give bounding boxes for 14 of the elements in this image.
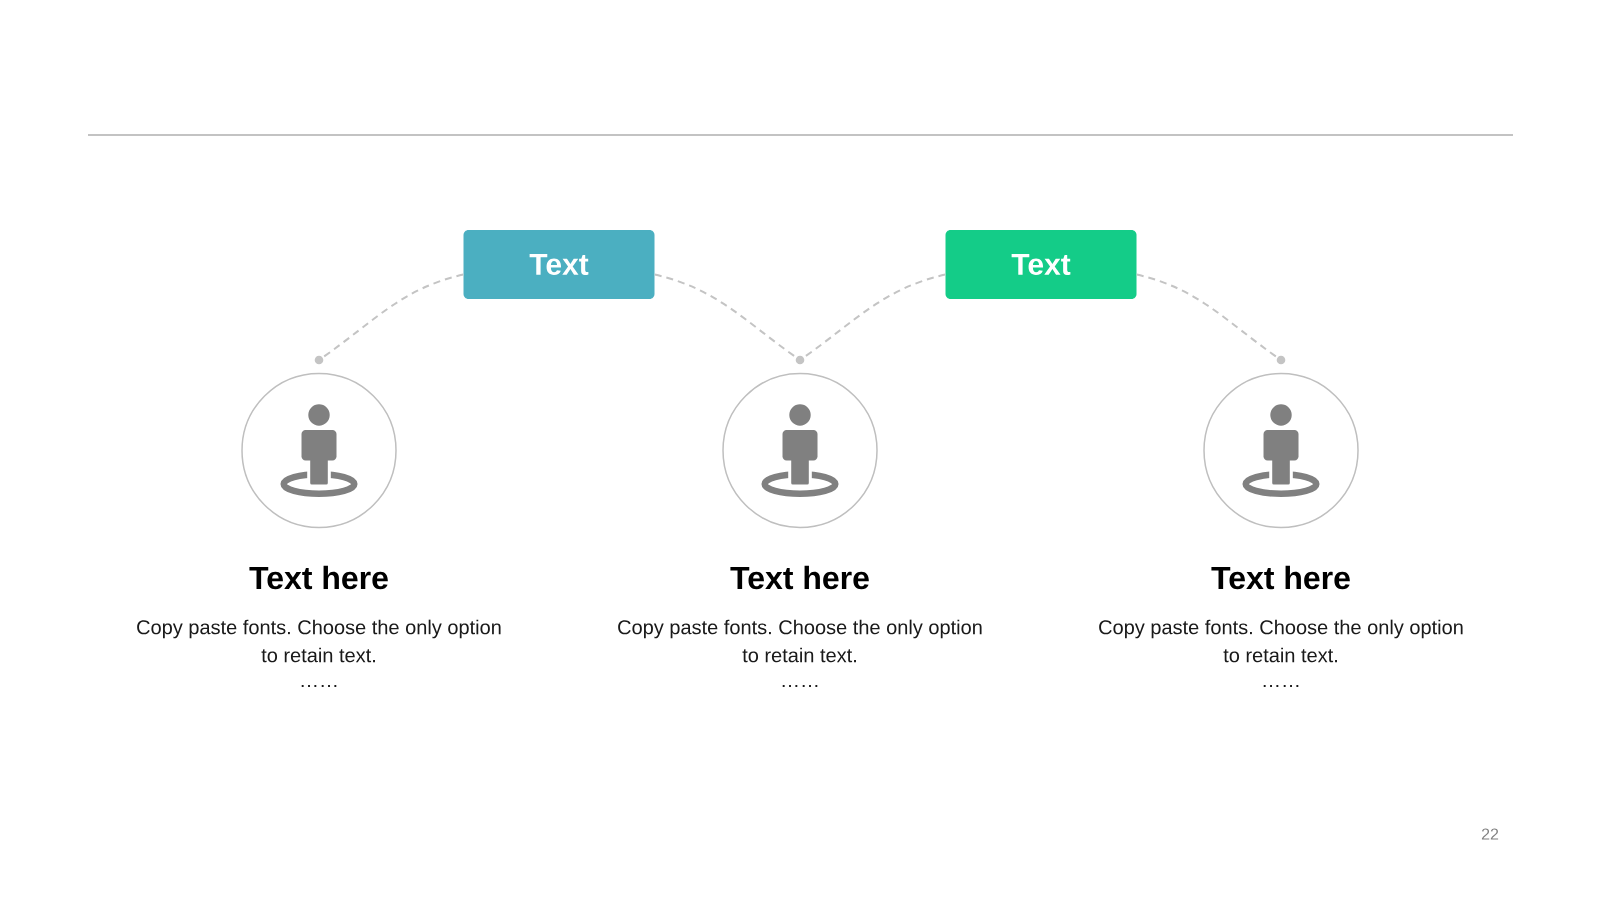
ellipsis-text: ……	[301, 684, 337, 688]
dashed-connector	[1135, 273, 1279, 359]
heading: Text here	[249, 565, 388, 590]
ellipsis-text: ……	[1263, 684, 1299, 688]
page-number: 22	[1481, 828, 1499, 840]
text-box: Text	[945, 230, 1137, 299]
ellipsis-text: ……	[782, 684, 818, 688]
heading: Text here	[730, 565, 869, 590]
text-box: Text	[463, 230, 655, 299]
description-text: Copy paste fonts. Choose the only option to retain text.	[137, 619, 501, 663]
description-text: Copy paste fonts. Choose the only option to retain text.	[618, 619, 982, 663]
dashed-connector	[321, 273, 465, 359]
description-text: Copy paste fonts. Choose the only option to retain text.	[1099, 619, 1463, 663]
heading: Text here	[1211, 565, 1350, 590]
